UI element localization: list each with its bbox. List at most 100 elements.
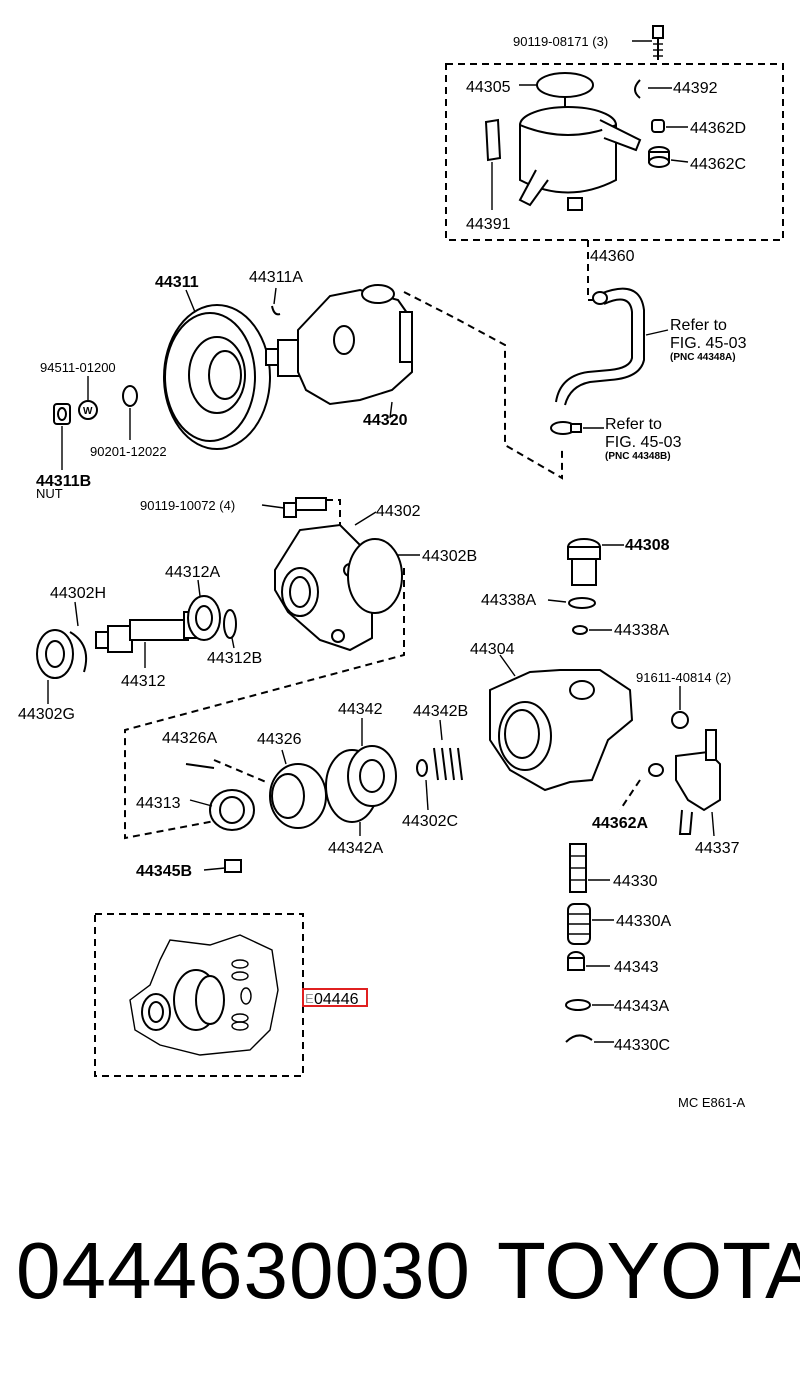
reservoir-group-box [445,63,784,241]
brand-name: TOYOTA [497,1226,800,1315]
label-oring-343a: 44343A [614,998,669,1015]
label-refer2-a: Refer to [605,416,662,433]
label-snap: 44312B [207,650,262,667]
vane-icon [224,859,242,873]
oring-c-icon [416,759,428,777]
nut-icon [53,403,71,425]
bolt-mid-icon [283,497,327,518]
label-refer1-c: (PNC 44348A) [670,352,736,363]
label-bolt-mid: 90119-10072 (4) [140,498,235,513]
label-rear-housing: 44304 [470,641,515,658]
label-bolt-r: 91611-40814 (2) [636,670,731,685]
gasket-kit-icon [129,934,279,1056]
label-diagram-code: MC E861-A [678,1095,746,1110]
label-plate-a: 44342A [328,840,383,857]
spring-icon [433,747,463,781]
label-bearing: 44312A [165,564,220,581]
label-bolt-top: 90119-08171 (3) [513,34,608,49]
side-plate-icon [325,745,397,823]
label-cap: 44305 [466,79,511,96]
label-oring-c: 44302C [402,813,458,830]
label-oring-362a: 44362A [592,815,648,832]
clip-icon [634,79,641,99]
label-refer2-c: (PNC 44348B) [605,451,671,462]
label-clip-330c: 44330C [614,1037,670,1054]
grommet-d-icon [651,119,665,133]
label-key: 44311A [249,269,303,286]
label-pulley: 44311 [155,274,199,291]
label-oring-a: 44338A [481,592,536,609]
bolt-r-icon [671,711,689,729]
part-number: 0444630030 [16,1226,471,1315]
reservoir-cap-icon [536,72,594,110]
hose-clamp-icon [550,421,582,435]
washer-w-icon [78,400,98,420]
label-grommet-c: 44362C [690,156,746,173]
kit-highlight-box [302,988,368,1007]
label-seal-g: 44302G [18,706,75,723]
grommet-c-icon [648,146,670,168]
pressure-bracket-icon [675,729,721,835]
label-vane: 44345B [136,863,192,880]
oring-a-icon [568,597,596,609]
rotor-icon [209,789,255,831]
plug-icon [567,538,601,586]
gasket-icon [347,538,403,614]
pin-icon [185,763,215,769]
label-bracket: 44391 [466,216,511,233]
hose-icon [564,287,645,406]
clip-330c-icon [565,1034,593,1043]
front-housing-icon [274,523,373,652]
label-rotor: 44313 [136,795,181,812]
label-plate: 44342 [338,701,383,718]
label-bracket-337: 44337 [695,840,740,857]
snap-ring-icon [223,609,237,639]
oring-362a-icon [648,763,664,777]
seal-g-icon [36,629,74,679]
valve-spring-icon [567,903,591,945]
label-oring-b: 44338A [614,622,669,639]
oring-b-icon [572,625,588,635]
label-spring-a: 44330A [616,913,671,930]
label-nut: 44311B [36,473,91,490]
label-seal-h: 44302H [50,585,106,602]
label-clip-top: 44392 [673,80,718,97]
key-icon [271,305,281,316]
reservoir-icon [518,106,642,211]
label-kit: 04446 [314,991,359,1008]
washer-icon [122,385,138,407]
label-washer: 90201-12022 [90,444,167,459]
label-grommet-d: 44362D [690,120,746,137]
label-plug-343: 44343 [614,959,659,976]
plug-343-icon [567,951,585,971]
footer: 0444630030 TOYOTA [0,1225,800,1325]
label-spring: 44342B [413,703,468,720]
flow-valve-icon [569,843,587,893]
label-plug: 44308 [625,537,670,554]
label-refer2-b: FIG. 45-03 [605,434,682,451]
bearing-icon [187,595,221,641]
label-valve: 44330 [613,873,658,890]
label-washer-w: 94511-01200 [40,360,116,375]
label-pump: 44320 [363,412,408,429]
label-front-housing: 44302 [376,503,421,520]
pump-icon [265,284,413,406]
label-refer1-b: FIG. 45-03 [670,335,747,352]
oring-343a-icon [565,999,591,1011]
label-reservoir: 44360 [590,248,635,265]
svg-text:W: W [83,406,93,417]
rear-housing-icon [489,669,634,792]
bolt-top-icon [652,25,664,60]
pulley-icon [163,304,271,450]
shaft-icon [95,611,199,653]
label-refer1-a: Refer to [670,317,727,334]
label-kit-mark: E [305,991,314,1006]
cam-ring-icon [269,763,327,829]
label-gasket: 44302B [422,548,477,565]
label-nut-sub: NUT [36,486,63,501]
bracket-icon [484,118,502,162]
label-cam-ring: 44326 [257,731,302,748]
seal-h-icon [69,631,88,673]
